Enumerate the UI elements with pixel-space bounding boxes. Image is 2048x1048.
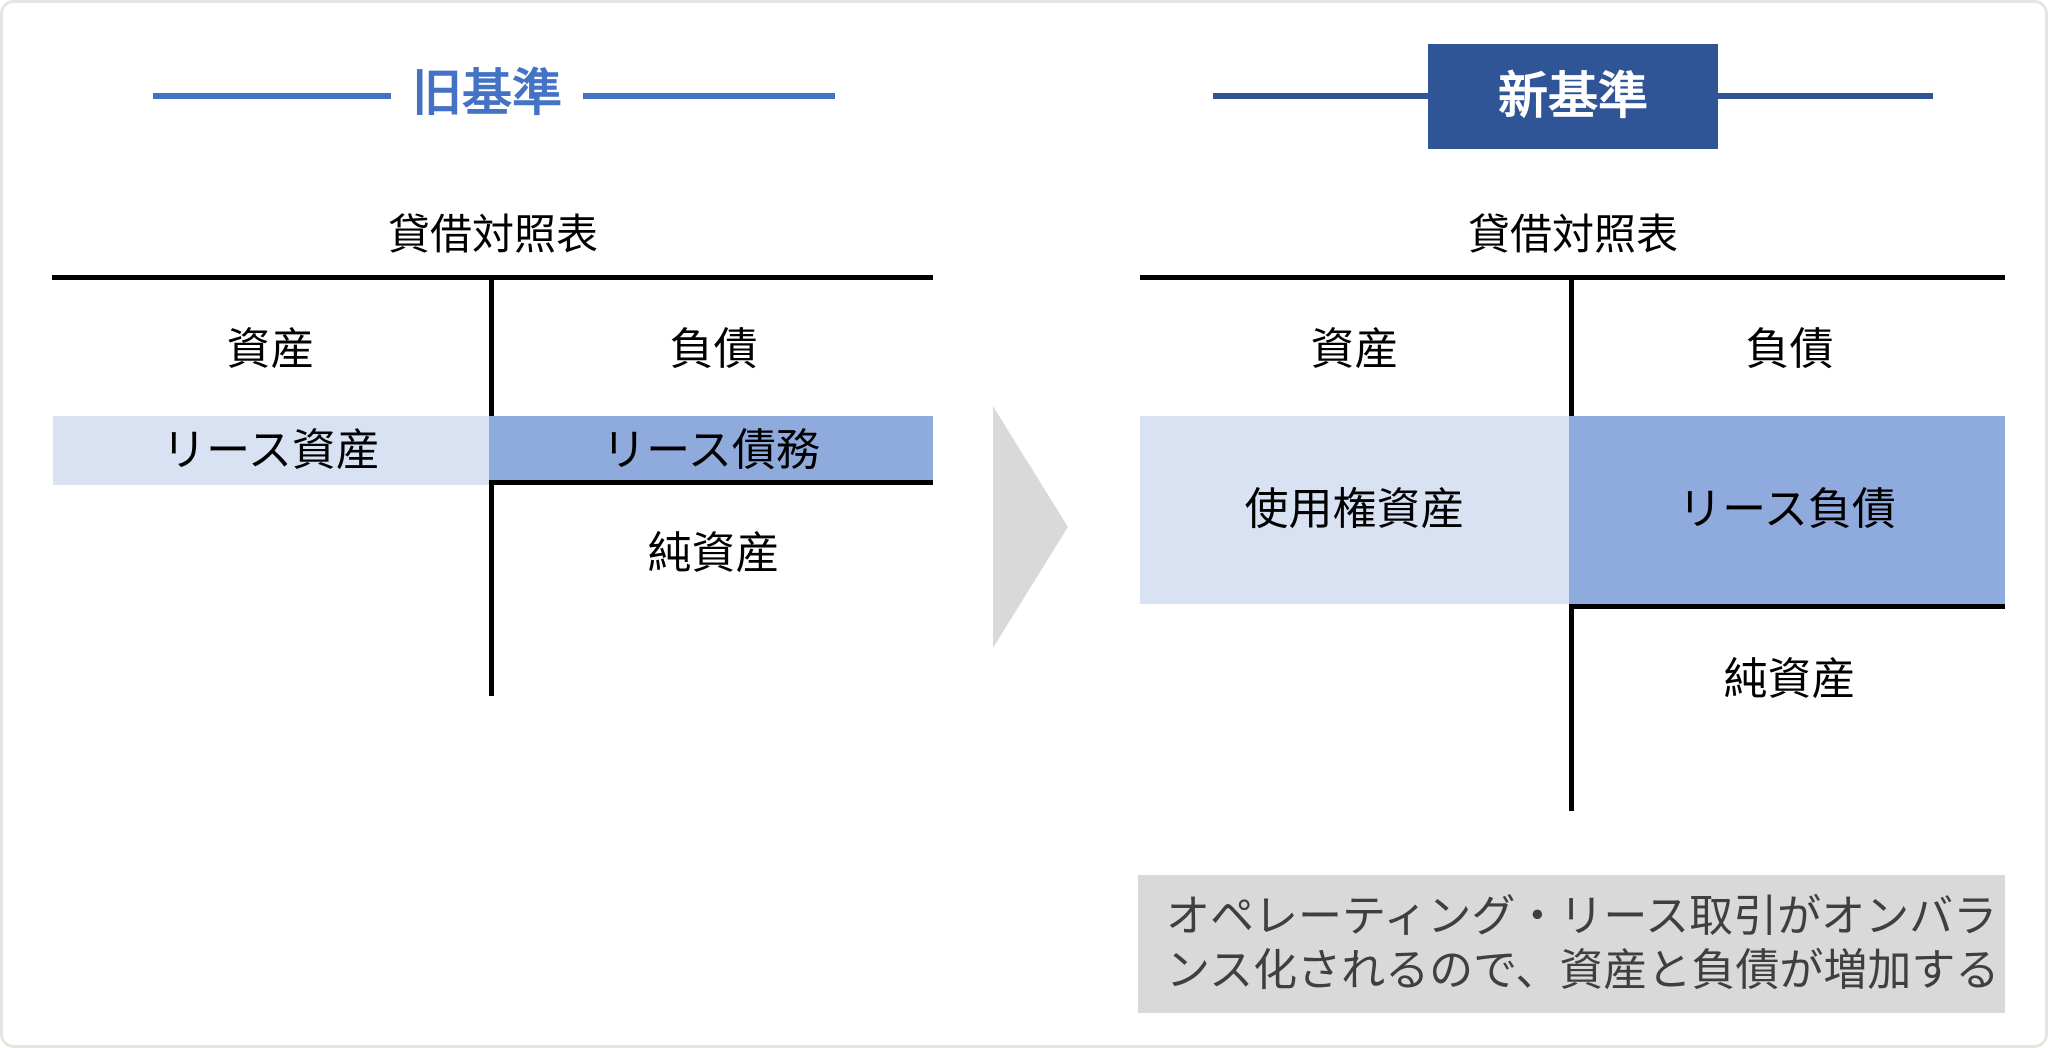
old-sheet-lease-obligation-band: リース債務 (489, 416, 933, 485)
old-sheet-lease-obligation-label: リース債務 (602, 426, 820, 475)
new-header-right-line (1718, 93, 1933, 99)
new-sheet-net-assets-label: 純資産 (1723, 655, 1856, 704)
transition-arrow-icon (993, 406, 1068, 648)
new-sheet-lease-liability-band: リース負債 (1569, 416, 2005, 604)
old-header-right-line (583, 93, 835, 99)
old-sheet-lease-asset-label: リース資産 (162, 426, 380, 475)
old-sheet-title: 貸借対照表 (387, 211, 598, 258)
old-sheet-liabilities-bottom-rule (489, 480, 933, 485)
old-sheet-assets-label: 資産 (226, 325, 315, 374)
new-header-box: 新基準 (1428, 44, 1718, 149)
new-header-label: 新基準 (1498, 68, 1648, 124)
old-header-label: 旧基準 (412, 65, 562, 121)
on-balance-note-box: オペレーティング・リース取引がオンバラ ンス化されるので、資産と負債が増加する (1138, 875, 2005, 1013)
old-header-left-line (153, 93, 391, 99)
old-sheet-net-assets-label: 純資産 (647, 529, 780, 578)
old-sheet-lease-asset-band: リース資産 (53, 416, 489, 485)
note-line-2: ンス化されるので、資産と負債が増加する (1166, 946, 2000, 995)
new-sheet-lease-liability-label: リース負債 (1678, 485, 1896, 534)
new-sheet-right-of-use-asset-band: 使用権資産 (1140, 416, 1569, 604)
new-sheet-liabilities-bottom-rule (1569, 604, 2005, 609)
new-header-left-line (1213, 93, 1428, 99)
old-sheet-divider-rule (489, 275, 494, 696)
old-sheet-liabilities-label: 負債 (669, 325, 758, 374)
new-sheet-assets-label: 資産 (1310, 325, 1399, 374)
new-sheet-liabilities-label: 負債 (1745, 325, 1834, 374)
new-sheet-right-of-use-asset-label: 使用権資産 (1244, 485, 1465, 534)
new-sheet-title: 貸借対照表 (1467, 211, 1678, 258)
note-line-1: オペレーティング・リース取引がオンバラ (1166, 892, 1998, 941)
